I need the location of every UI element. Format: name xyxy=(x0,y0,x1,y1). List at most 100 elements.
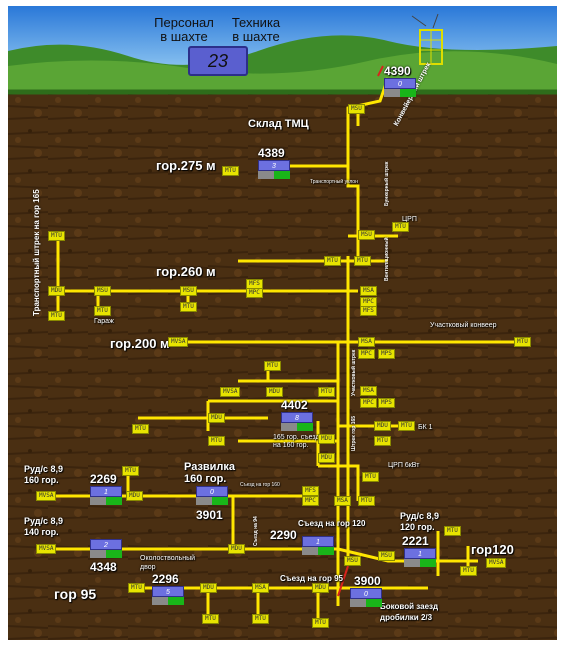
tag-msa[interactable]: MSA xyxy=(334,496,351,506)
tag-mtu[interactable]: MTU xyxy=(324,256,341,266)
tag-mtu[interactable]: MTU xyxy=(202,614,219,624)
device-2221[interactable]: 1 xyxy=(404,548,436,568)
tag-mfs[interactable]: MFS xyxy=(360,306,377,316)
bk1-label: БК 1 xyxy=(418,424,433,431)
exit-160-label: Съезд на гор 160 xyxy=(240,482,280,488)
tag-mvsa[interactable]: MVSA xyxy=(168,337,189,347)
tag-mpc[interactable]: MPC xyxy=(246,288,263,298)
tag-mdu[interactable]: MDU xyxy=(318,453,335,463)
tag-msu[interactable]: MSU xyxy=(358,230,375,240)
tag-mdu[interactable]: MDU xyxy=(200,583,217,593)
tag-mdu[interactable]: MDU xyxy=(208,413,225,423)
cpp6-label: ЦРП 6кВт xyxy=(388,462,420,469)
tag-mtu[interactable]: MTU xyxy=(132,424,149,434)
exit-165-label: 165 гор. съезд на 160 гор. xyxy=(273,434,320,449)
tag-mdu[interactable]: MDU xyxy=(126,491,143,501)
device-3900-count: 0 xyxy=(350,588,382,599)
ore-160-label: Руд/с 8,9 160 гор. xyxy=(24,464,64,485)
exit-95-label: Съезд на гор 95 xyxy=(280,574,343,583)
transport-shaft-label: Транспортный штрек на гор 165 xyxy=(32,189,41,316)
tag-mtu[interactable]: MTU xyxy=(264,361,281,371)
tag-msu[interactable]: MSU xyxy=(344,556,361,566)
device-2296-id: 2296 xyxy=(152,572,179,586)
device-4390[interactable]: 0 xyxy=(384,78,416,98)
section-shaft-label: Участковый штрек xyxy=(351,349,357,396)
exit-120-label: Съезд на гор 120 xyxy=(298,519,366,528)
device-3901-id: 3901 xyxy=(196,508,223,522)
mine-map: Персонал в шахте Техника в шахте 23 гор.… xyxy=(8,6,557,640)
tag-mpc[interactable]: MPC xyxy=(358,349,375,359)
tag-mdu[interactable]: MDU xyxy=(228,544,245,554)
tag-msa[interactable]: MSA xyxy=(360,286,377,296)
exit-94-label: Съезд на 94 xyxy=(253,516,259,546)
tag-mtu[interactable]: MTU xyxy=(460,566,477,576)
tag-mdu[interactable]: MDU xyxy=(318,434,335,444)
tag-mtu[interactable]: MTU xyxy=(318,387,335,397)
tag-mtu[interactable]: MTU xyxy=(514,337,531,347)
vent-shaft-label: Вентиляционный xyxy=(384,237,390,281)
tag-mtu[interactable]: MTU xyxy=(252,614,269,624)
device-2296[interactable]: 5 xyxy=(152,586,184,606)
tag-mtu[interactable]: MTU xyxy=(374,436,391,446)
warehouse-label: Склад ТМЦ xyxy=(248,118,309,130)
tag-mvsa[interactable]: MVSA xyxy=(486,558,507,568)
device-2296-count: 5 xyxy=(152,586,184,597)
device-4389-count: 3 xyxy=(258,160,290,171)
device-2221-count: 1 xyxy=(404,548,436,559)
tag-msu[interactable]: MSU xyxy=(94,286,111,296)
tag-mps[interactable]: MPS xyxy=(378,349,395,359)
tag-mtu[interactable]: MTU xyxy=(444,526,461,536)
device-2269-id: 2269 xyxy=(90,472,117,486)
device-2290[interactable]: 1 xyxy=(302,536,334,556)
tag-mtu[interactable]: MTU xyxy=(94,306,111,316)
tag-mtu[interactable]: MTU xyxy=(358,496,375,506)
tag-mfs[interactable]: MFS xyxy=(302,486,319,496)
device-2290-count: 1 xyxy=(302,536,334,547)
tag-mdu[interactable]: MDU xyxy=(374,421,391,431)
tag-mtu[interactable]: MTU xyxy=(362,472,379,482)
tag-mtu[interactable]: MTU xyxy=(222,166,239,176)
tag-mtu[interactable]: MTU xyxy=(312,618,329,628)
device-2269[interactable]: 1 xyxy=(90,486,122,506)
tag-mdu[interactable]: MDU xyxy=(48,286,65,296)
tag-mtu[interactable]: MTU xyxy=(48,231,65,241)
tag-mtu[interactable]: MTU xyxy=(48,311,65,321)
tag-mdu[interactable]: MDU xyxy=(312,583,329,593)
device-4348[interactable]: 2 xyxy=(90,539,122,559)
tag-mvsa[interactable]: MVSA xyxy=(220,387,241,397)
tag-msu[interactable]: MSU xyxy=(180,286,197,296)
tag-mpc[interactable]: MPC xyxy=(302,496,319,506)
tag-mtu[interactable]: MTU xyxy=(354,256,371,266)
tag-mpc[interactable]: MPC xyxy=(360,398,377,408)
tag-mvsa[interactable]: MVSA xyxy=(36,544,57,554)
personnel-counter[interactable]: 23 xyxy=(188,46,248,76)
device-4390-id: 4390 xyxy=(384,64,411,78)
tag-mps[interactable]: MPS xyxy=(378,398,395,408)
tag-mtu[interactable]: MTU xyxy=(180,302,197,312)
tag-msa[interactable]: MSA xyxy=(360,386,377,396)
tag-mtu[interactable]: MTU xyxy=(128,583,145,593)
tag-mtu[interactable]: MTU xyxy=(122,466,139,476)
level-275-label: гор.275 м xyxy=(156,158,216,173)
device-4348-count: 2 xyxy=(90,539,122,550)
tag-msa[interactable]: MSA xyxy=(358,337,375,347)
tag-mtu[interactable]: MTU xyxy=(208,436,225,446)
tag-mtu[interactable]: MTU xyxy=(398,421,415,431)
tag-msu[interactable]: MSU xyxy=(348,104,365,114)
tag-mvsa[interactable]: MVSA xyxy=(36,491,57,501)
device-3901[interactable]: 0 xyxy=(196,486,228,506)
tag-msa[interactable]: MSA xyxy=(252,583,269,593)
device-2290-id: 2290 xyxy=(270,528,297,542)
ore-140-label: Руд/с 8,9 140 гор. xyxy=(24,516,64,537)
belt-shaft-label: Бункерный штрек xyxy=(384,161,390,206)
tag-msu[interactable]: MSU xyxy=(378,551,395,561)
level-120-label: гор120 xyxy=(471,542,514,557)
tag-mdu[interactable]: MDU xyxy=(266,387,283,397)
equipment-label: Техника в шахте xyxy=(231,15,281,44)
device-4389[interactable]: 3 xyxy=(258,160,290,180)
device-4402[interactable]: 8 xyxy=(281,412,313,432)
device-4348-id: 4348 xyxy=(90,560,117,574)
device-3900[interactable]: 0 xyxy=(350,588,382,608)
tag-mtu[interactable]: MTU xyxy=(392,222,409,232)
